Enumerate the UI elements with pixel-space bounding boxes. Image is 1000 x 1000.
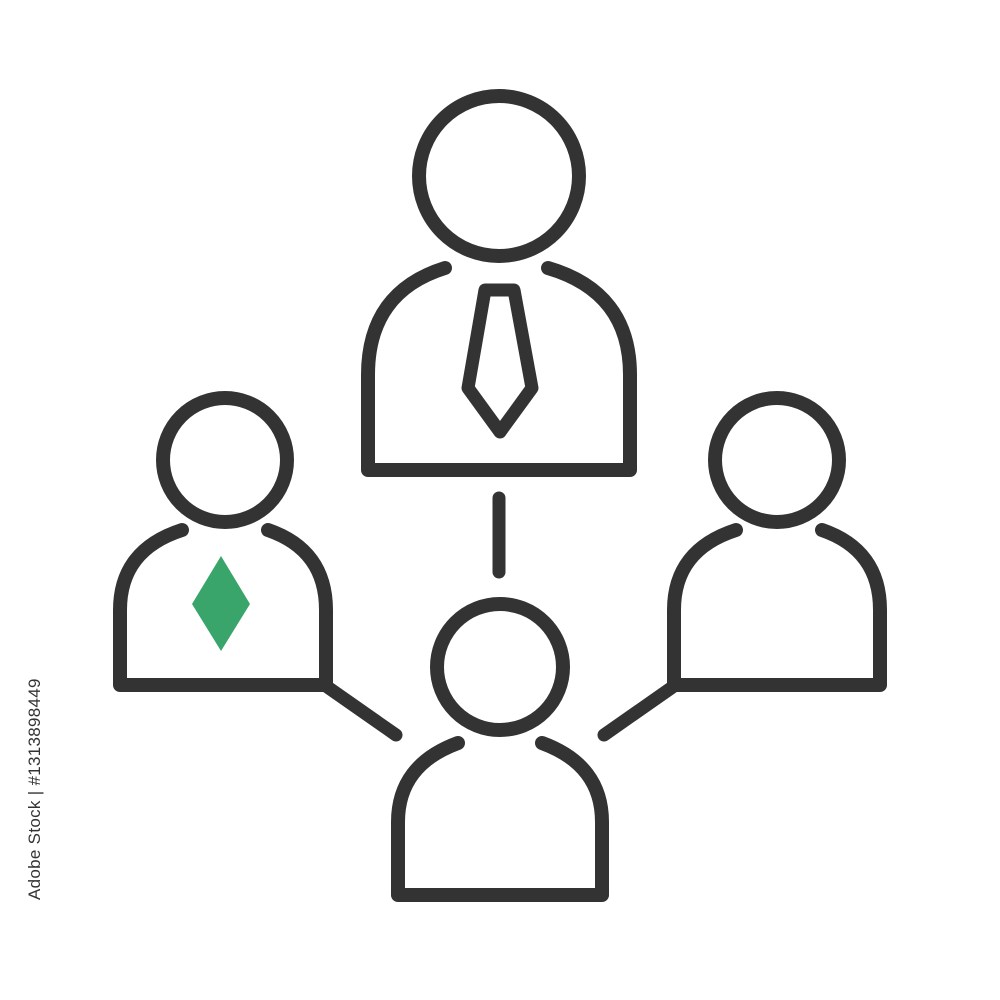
leader-person-icon xyxy=(361,89,637,477)
right-member-body xyxy=(667,523,887,692)
left-member-body xyxy=(113,523,333,692)
leader-head xyxy=(412,89,586,263)
leader-body xyxy=(361,261,637,477)
right-member-head xyxy=(708,391,846,529)
center-member-person-icon xyxy=(391,597,609,902)
left-member-head xyxy=(156,391,294,529)
leader-tie-icon xyxy=(461,283,539,439)
right-member-person-icon xyxy=(667,391,887,692)
left-member-diamond-icon xyxy=(192,556,250,651)
center-member-body xyxy=(391,736,609,902)
connector-left-center xyxy=(319,679,403,742)
connector-right-center xyxy=(597,679,681,742)
stock-id-label: Adobe Stock | #1313898449 xyxy=(25,678,44,900)
center-member-head xyxy=(430,597,570,737)
left-member-person-icon xyxy=(113,391,333,692)
